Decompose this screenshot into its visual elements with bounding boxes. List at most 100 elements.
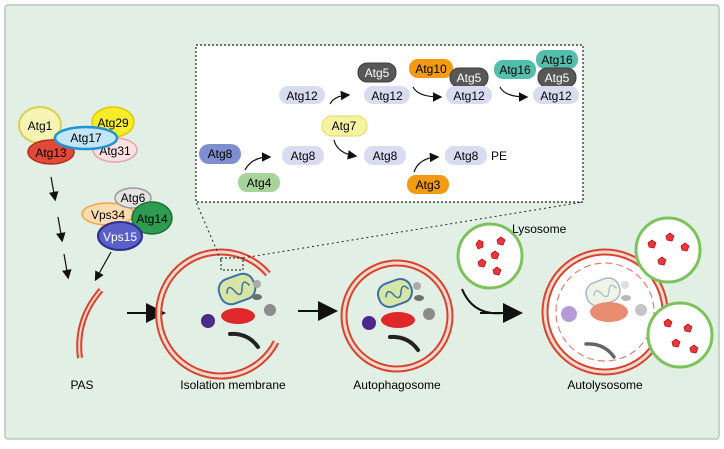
atg8-label-d: Atg8 — [454, 149, 479, 163]
purple-body — [362, 316, 376, 330]
arrow-atg7-atg8 — [333, 139, 358, 160]
atg13-label: Atg13 — [35, 146, 67, 160]
er-fragment — [584, 342, 616, 359]
purple-body — [201, 314, 215, 328]
zoom-line-left — [195, 201, 222, 261]
atg7-label: Atg7 — [332, 119, 357, 133]
vps15-label: Vps15 — [103, 230, 137, 244]
stage-label-autophagosome: Autophagosome — [353, 378, 441, 392]
hydrolase-star — [683, 323, 693, 333]
stage-label-isolation-membrane: Isolation membrane — [180, 378, 286, 392]
pe-label: PE — [491, 149, 507, 163]
fusing-lysosome-bottom — [646, 301, 714, 369]
small-vesicle — [253, 280, 261, 288]
atg8-node-d — [445, 146, 487, 165]
vps34-label: Vps34 — [91, 208, 125, 222]
pi3k-complex: Vps34 Atg6 Atg14 Vps15 — [81, 187, 173, 251]
hydrolase-star — [475, 239, 484, 250]
atg16-label-top: Atg16 — [541, 53, 573, 67]
hydrolase-star — [657, 256, 667, 266]
atg8-label-b: Atg8 — [291, 149, 316, 163]
arrow-3 — [62, 253, 72, 280]
red-organelle — [221, 308, 255, 324]
lysosome-body — [634, 216, 702, 284]
small-granule — [252, 294, 262, 300]
atg8-label-c: Atg8 — [373, 149, 398, 163]
lysosome — [456, 222, 524, 290]
arrow-atg10 — [412, 86, 443, 102]
small-granule — [621, 295, 631, 301]
atg6-node — [114, 187, 152, 209]
hydrolase-star — [665, 232, 675, 242]
purple-body — [561, 306, 577, 322]
hydrolase-star — [663, 318, 673, 328]
autophagosome-lumen — [342, 261, 452, 371]
atg14-node — [131, 201, 173, 235]
gray-body — [635, 304, 647, 316]
isolation-membrane — [155, 248, 280, 380]
atg31-label: Atg31 — [99, 144, 131, 158]
atg8-node-blue — [199, 144, 241, 164]
stage-label-autolysosome: Autolysosome — [567, 378, 643, 392]
atg12-label-b: Atg12 — [371, 89, 403, 103]
atg12-label-d: Atg12 — [540, 89, 572, 103]
er-fragment — [228, 331, 260, 349]
conjugation-inset: Atg12 Atg5 Atg12 Atg10 Atg5 Atg12 Atg16 … — [195, 44, 584, 203]
atg4-label: Atg4 — [247, 176, 272, 190]
atg12-node-d — [533, 86, 579, 104]
hydrolase-star — [647, 239, 657, 249]
atg16-node-mid — [494, 60, 536, 79]
arrow-atg3 — [413, 152, 440, 173]
atg12-node-b — [364, 86, 410, 104]
atg3-label: Atg3 — [416, 178, 441, 192]
hydrolase-star — [680, 242, 690, 252]
atg8-label-blue: Atg8 — [208, 147, 233, 161]
gray-body — [423, 308, 435, 320]
autolysosome — [541, 248, 669, 376]
arrow-4 — [94, 251, 112, 282]
atg16-label-mid: Atg16 — [499, 63, 531, 77]
atg6-label: Atg6 — [121, 191, 146, 205]
isolation-membrane-lumen — [157, 250, 278, 378]
atg12-label-c: Atg12 — [453, 89, 485, 103]
arrow-atg16 — [499, 86, 529, 102]
mitochondrion-cristae — [226, 281, 251, 296]
atg29-label: Atg29 — [97, 116, 129, 130]
hydrolase-star — [496, 236, 506, 246]
red-organelle — [590, 302, 628, 322]
red-organelle — [381, 312, 415, 328]
atg8-node-b — [282, 146, 324, 165]
atg8-node-c — [364, 146, 406, 165]
hydrolase-star — [671, 338, 681, 348]
inner-membrane-remnant — [555, 262, 655, 362]
small-vesicle — [621, 281, 629, 289]
small-vesicle — [413, 282, 421, 290]
atg3-node — [407, 175, 449, 194]
hydrolase-star — [689, 344, 699, 354]
atg17-node — [53, 125, 119, 151]
atg12-node-c — [446, 86, 492, 104]
stage-label-pas: PAS — [70, 378, 93, 392]
atg5-node-top — [357, 62, 397, 83]
small-granule — [414, 295, 424, 301]
atg1-complex: Atg1 Atg29 Atg13 Atg31 Atg17 — [18, 106, 138, 165]
autophagosome — [340, 259, 454, 373]
hydrolase-star — [490, 250, 500, 260]
arrow-atg4 — [244, 152, 272, 171]
lysosome-body — [456, 222, 524, 290]
vps15-node — [97, 221, 143, 251]
fusing-lysosome-top — [634, 216, 702, 284]
er-fragment — [388, 334, 420, 352]
atg5-label-c: Atg5 — [545, 71, 570, 85]
lysosome-label: Lysosome — [512, 222, 567, 236]
hydrolase-star — [492, 266, 502, 276]
mitochondrion-cristae — [385, 285, 410, 299]
arrow-atg12-atg7 — [329, 90, 351, 105]
pas-arrows — [48, 176, 112, 282]
atg17-label: Atg17 — [70, 131, 102, 145]
lysosome-body — [646, 301, 714, 369]
zoom-region — [220, 257, 244, 271]
atg10-label: Atg10 — [415, 62, 447, 76]
